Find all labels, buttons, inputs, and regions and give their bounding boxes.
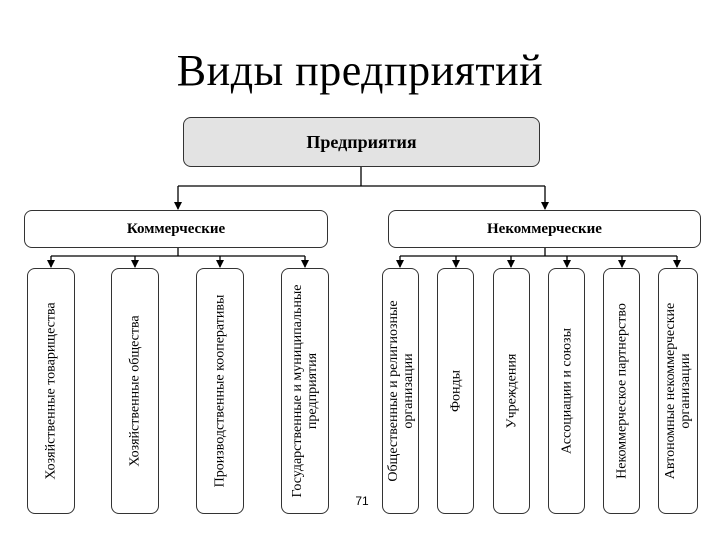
leaf-label: Государственные и муниципальные предприя… — [290, 284, 320, 498]
leaf-business-partnerships: Хозяйственные товарищества — [27, 268, 75, 514]
leaf-autonomous-noncommercial-organizations: Автономные некоммерческие организации — [658, 268, 698, 514]
leaf-business-companies: Хозяйственные общества — [111, 268, 159, 514]
leaf-label: Автономные некоммерческие организации — [663, 302, 693, 480]
leaf-label: Производственные кооперативы — [212, 294, 228, 488]
leaf-label: Хозяйственные товарищества — [43, 302, 59, 480]
commercial-node: Коммерческие — [24, 210, 328, 248]
leaf-label: Общественные и религиозные организации — [385, 300, 416, 482]
leaf-funds: Фонды — [437, 268, 474, 514]
leaf-associations-unions: Ассоциации и союзы — [548, 268, 585, 514]
commercial-node-label: Коммерческие — [126, 220, 226, 237]
leaf-label: Ассоциации и союзы — [559, 328, 574, 454]
leaf-institutions: Учреждения — [493, 268, 530, 514]
leaf-label: Учреждения — [504, 353, 519, 429]
page-title: Виды предприятий — [176, 46, 544, 95]
leaf-public-religious-organizations: Общественные и религиозные организации — [382, 268, 419, 514]
noncommercial-node-label: Некоммерческие — [487, 220, 602, 237]
leaf-state-municipal-enterprises: Государственные и муниципальные предприя… — [281, 268, 329, 514]
root-node-label: Предприятия — [306, 131, 417, 152]
leaf-noncommercial-partnership: Некоммерческое партнерство — [603, 268, 640, 514]
leaf-label: Хозяйственные общества — [127, 315, 143, 467]
leaf-production-cooperatives: Производственные кооперативы — [196, 268, 244, 514]
root-node: Предприятия — [183, 117, 540, 167]
noncommercial-node: Некоммерческие — [388, 210, 701, 248]
leaf-label: Некоммерческое партнерство — [614, 303, 629, 479]
leaf-label: Фонды — [448, 369, 463, 413]
page-number: 71 — [355, 494, 369, 508]
